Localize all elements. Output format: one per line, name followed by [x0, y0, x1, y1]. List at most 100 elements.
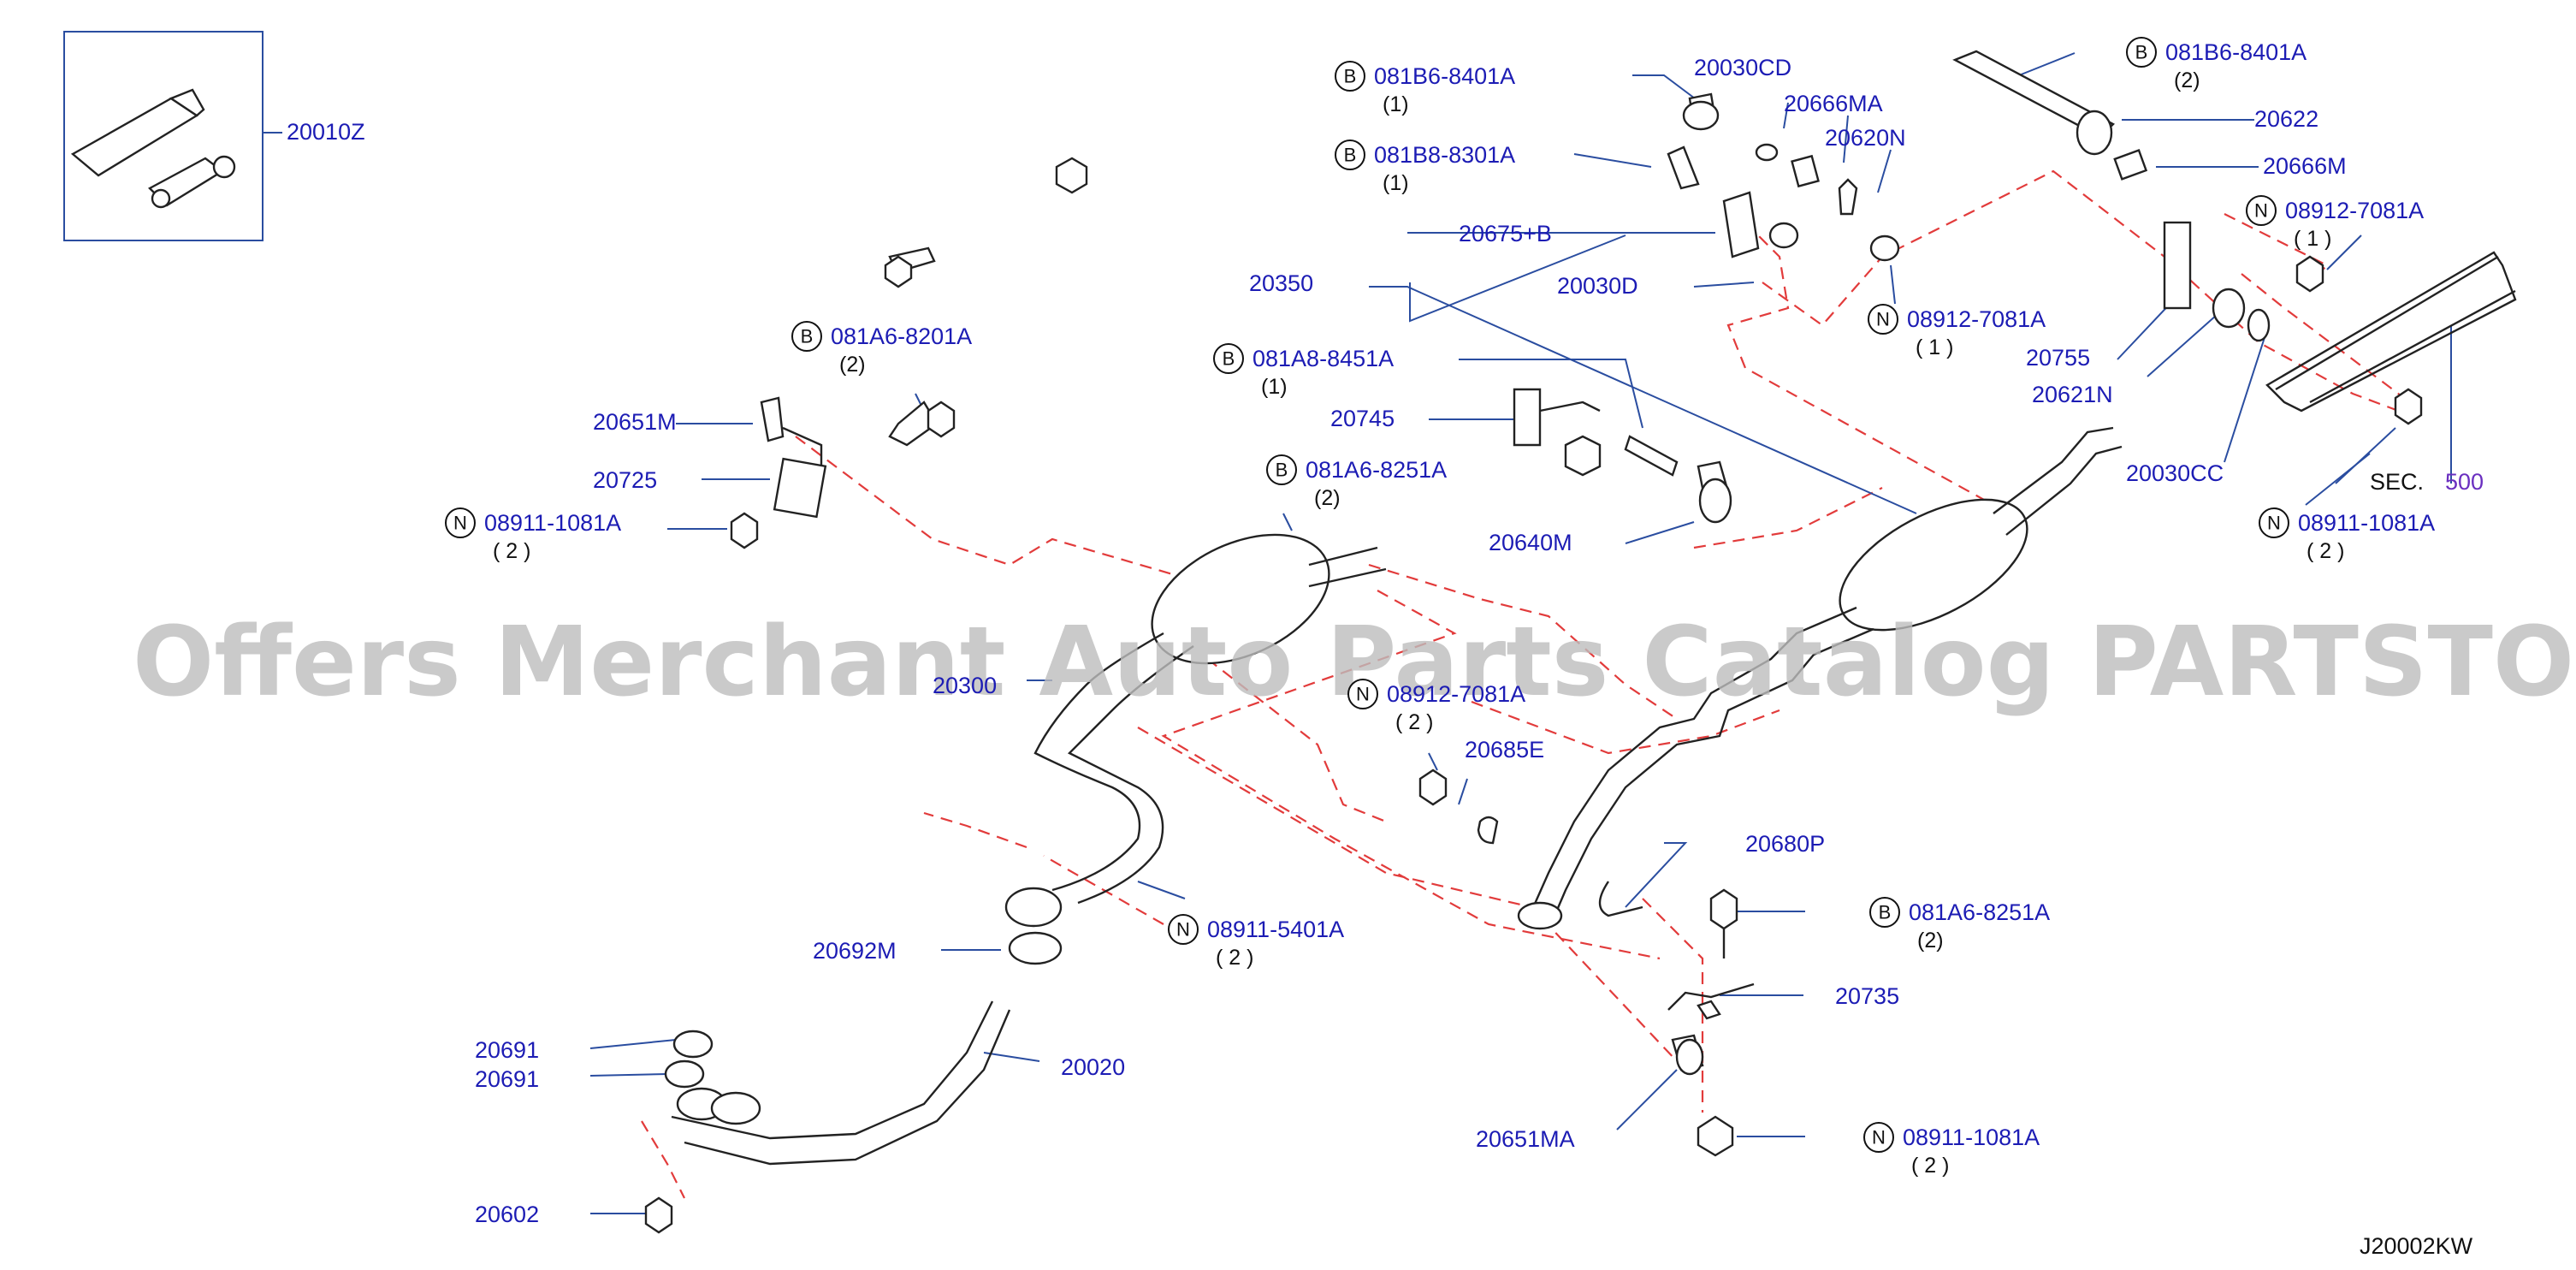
callout-code: 20300: [933, 673, 997, 698]
callout-qty: (1): [1383, 171, 1409, 195]
callout-qty: (2): [1917, 929, 1944, 952]
callout-20030d[interactable]: 20030D: [1557, 273, 1638, 299]
leader-lines: [263, 52, 2452, 1214]
callout-code: 20651M: [593, 409, 677, 435]
callout-20685e[interactable]: 20685E: [1465, 737, 1544, 763]
callout-prefix-letter: B: [1344, 66, 1357, 87]
callout-20030cd[interactable]: 20030CD: [1694, 55, 1791, 80]
callout-code: 20620N: [1825, 125, 1906, 151]
callout-prefix-letter: N: [1872, 1127, 1886, 1148]
callout-prefix-letter: B: [2135, 42, 2148, 63]
callout-20675-b[interactable]: 20675+B: [1459, 221, 1552, 246]
callout-prefix-circle: [1335, 139, 1365, 170]
callout-prefix-letter: B: [1879, 902, 1892, 923]
callout-code: 081B6-8401A: [1374, 63, 1515, 89]
callout-prefix-circle: [1347, 679, 1378, 709]
callout-20755[interactable]: 20755: [2026, 345, 2090, 371]
callout-08911-1081a[interactable]: N 08911-1081A ( 2 ): [1863, 1122, 2040, 1178]
callout-code: 08911-1081A: [1903, 1125, 2040, 1150]
callout-code: 20680P: [1745, 831, 1825, 857]
callout-20666m[interactable]: 20666M: [2263, 153, 2347, 179]
callout-prefix-letter: B: [1223, 348, 1235, 370]
callout-code: 20691: [475, 1037, 539, 1063]
callout-20640m[interactable]: 20640M: [1489, 530, 1572, 555]
callout-qty: (2): [2174, 68, 2200, 92]
callout-20300[interactable]: 20300: [933, 673, 997, 698]
callout-code: 20675+B: [1459, 221, 1552, 246]
callout-20010z[interactable]: 20010Z: [287, 119, 365, 145]
callout-code: 20030D: [1557, 273, 1638, 299]
callout-prefix-letter: N: [453, 513, 467, 534]
callout-prefix-letter: N: [1356, 684, 1370, 705]
callout-code: 081B8-8301A: [1374, 142, 1515, 168]
section-ref-number[interactable]: 500: [2445, 469, 2484, 495]
callout-20745[interactable]: 20745: [1330, 406, 1395, 431]
callout-20692m[interactable]: 20692M: [813, 938, 897, 964]
callout-20680p[interactable]: 20680P: [1745, 831, 1825, 857]
callout-prefix-circle: [1869, 897, 1900, 928]
callout-prefix-circle: [2126, 37, 2157, 68]
callout-20691[interactable]: 20691: [475, 1037, 539, 1063]
callout-20622[interactable]: 20622: [2254, 106, 2318, 132]
callout-20666ma[interactable]: 20666MA: [1784, 91, 1883, 116]
callout-20350[interactable]: 20350: [1249, 270, 1313, 296]
callout-qty: ( 2 ): [2307, 539, 2344, 563]
callout-prefix-circle: [1168, 914, 1199, 945]
callout-20621n[interactable]: 20621N: [2032, 382, 2113, 407]
callout-code: 20640M: [1489, 530, 1572, 555]
callout-code: 20651MA: [1476, 1126, 1575, 1152]
callout-qty: ( 2 ): [1911, 1154, 1949, 1178]
callout-prefix-letter: B: [801, 326, 814, 347]
diagram-code: J20002KW: [2360, 1233, 2473, 1259]
callout-20651m[interactable]: 20651M: [593, 409, 677, 435]
callout-code: 20030CC: [2126, 460, 2224, 486]
callout-20691[interactable]: 20691: [475, 1066, 539, 1092]
callout-code: 081A6-8251A: [1306, 457, 1447, 483]
callout-prefix-circle: [2259, 507, 2289, 538]
callout-20020[interactable]: 20020: [1061, 1054, 1125, 1080]
callout-code: 20745: [1330, 406, 1395, 431]
callout-prefix-circle: [1868, 304, 1898, 335]
sealant-kit-box: [63, 31, 264, 241]
callout-qty: ( 1 ): [1916, 335, 1953, 359]
callout-prefix-circle: [2246, 195, 2277, 226]
callout-prefix-circle: [791, 321, 822, 352]
callout-20651ma[interactable]: 20651MA: [1476, 1126, 1575, 1152]
callout-20030cc[interactable]: 20030CC: [2126, 460, 2224, 486]
callout-code: 20621N: [2032, 382, 2113, 407]
callout-code: 08912-7081A: [1907, 306, 2046, 332]
callout-code: 20666M: [2263, 153, 2347, 179]
callout-qty: ( 2 ): [493, 539, 530, 563]
callout-20725[interactable]: 20725: [593, 467, 657, 493]
callout-prefix-circle: [1266, 454, 1297, 485]
callout-code: 081B6-8401A: [2165, 39, 2307, 65]
callout-code: 081A8-8451A: [1252, 346, 1394, 371]
callout-qty: ( 2 ): [1216, 946, 1253, 970]
callout-code: 20350: [1249, 270, 1313, 296]
callout-code: 20666MA: [1784, 91, 1883, 116]
callout-prefix-letter: N: [2267, 513, 2281, 534]
callout-code: 20735: [1835, 983, 1899, 1009]
callout-qty: (2): [839, 353, 866, 377]
callout-code: 20020: [1061, 1054, 1125, 1080]
callout-labels: 20010Z B 081B6-8401A (1) 20030CD 20666MA 20620…: [287, 37, 2435, 1227]
callout-20602[interactable]: 20602: [475, 1202, 539, 1227]
callout-081b6-8401a[interactable]: B 081B6-8401A (2): [2126, 37, 2307, 92]
callout-prefix-circle: [1335, 61, 1365, 92]
callout-20735[interactable]: 20735: [1835, 983, 1899, 1009]
callout-prefix-circle: [1863, 1122, 1894, 1153]
callout-20620n[interactable]: 20620N: [1825, 125, 1906, 151]
callout-code: 20602: [475, 1202, 539, 1227]
